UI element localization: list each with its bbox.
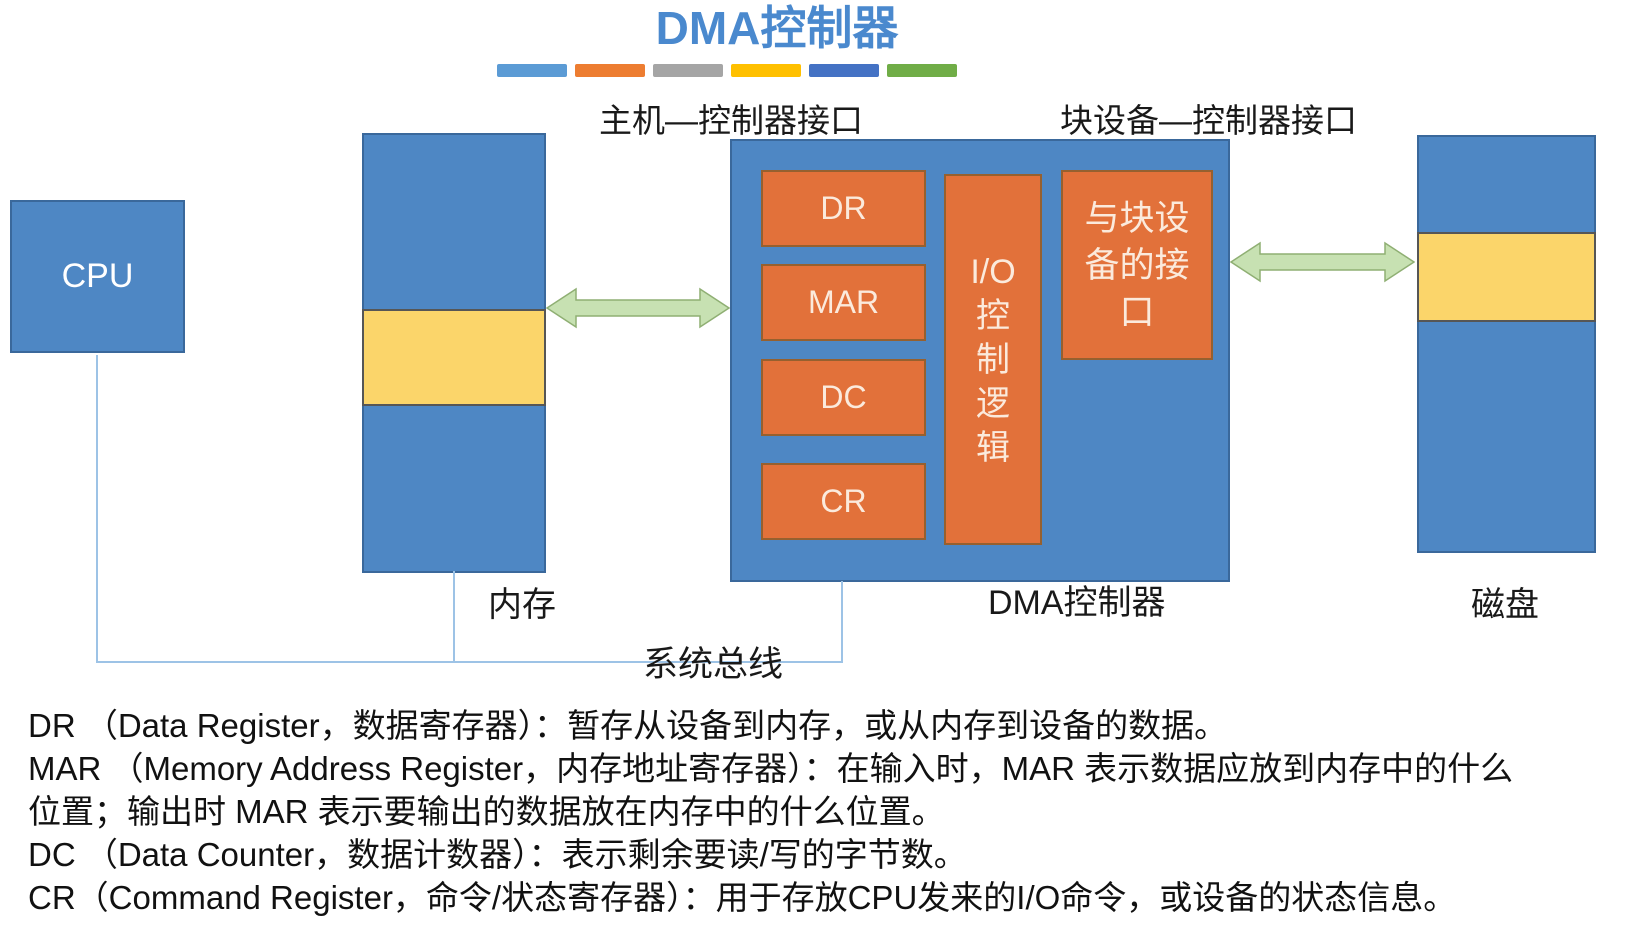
legend-line: CR（Command Register，命令/状态寄存器）：用于存放CPU发来的… xyxy=(28,879,1457,916)
register-box: DR xyxy=(761,170,926,247)
page-title: DMA控制器 xyxy=(655,2,899,54)
host-controller-interface-label: 主机—控制器接口 xyxy=(599,102,863,139)
dma-controller-caption: DMA控制器 xyxy=(988,584,1166,622)
memory-box xyxy=(362,133,546,573)
io-control-logic-box: I/O 控制逻辑 xyxy=(944,174,1042,545)
io-logic-text-line: 制 xyxy=(976,340,1010,379)
register-box: MAR xyxy=(761,264,926,341)
memory-dma-arrow-icon xyxy=(546,287,730,329)
bus-line-horizontal xyxy=(96,661,843,663)
register-box: DC xyxy=(761,359,926,436)
cpu-box: CPU xyxy=(10,200,185,353)
device-interface-text-line: 备的接 xyxy=(1084,245,1190,285)
legend: DR （Data Register，数据寄存器）：暂存从设备到内存，或从内存到设… xyxy=(28,704,1513,919)
bus-line-dma xyxy=(841,581,843,663)
disk-box xyxy=(1417,135,1596,553)
memory-caption: 内存 xyxy=(488,586,556,624)
dma-disk-arrow-icon xyxy=(1230,241,1415,283)
system-bus-label: 系统总线 xyxy=(643,645,784,684)
register-column: DR MAR DC CR xyxy=(761,141,926,580)
register-box: CR xyxy=(761,463,926,540)
decor-bars xyxy=(497,64,957,77)
block-device-interface-box: 与块设备的接口 xyxy=(1061,170,1213,360)
decor-bar xyxy=(809,64,879,77)
io-logic-text-line: I/O xyxy=(970,252,1016,291)
decor-bar xyxy=(731,64,801,77)
legend-line: DC （Data Counter，数据计数器）：表示剩余要读/写的字节数。 xyxy=(28,836,967,873)
io-logic-text-line: 逻 xyxy=(976,384,1010,423)
dma-controller-box: DR MAR DC CR I/O 控制逻辑 与块设备的接口 xyxy=(730,139,1230,582)
cpu-label: CPU xyxy=(61,257,134,295)
decor-bar xyxy=(575,64,645,77)
bus-line-memory xyxy=(453,571,455,663)
memory-buffer-band xyxy=(362,309,546,406)
disk-block-band xyxy=(1417,232,1596,322)
io-logic-text-line: 控 xyxy=(976,296,1010,335)
legend-line: 位置；输出时 MAR 表示要输出的数据放在内存中的什么位置。 xyxy=(28,793,945,830)
legend-line: DR （Data Register，数据寄存器）：暂存从设备到内存，或从内存到设… xyxy=(28,707,1228,744)
disk-caption: 磁盘 xyxy=(1471,586,1539,624)
block-device-controller-interface-label: 块设备—控制器接口 xyxy=(1060,102,1357,139)
decor-bar xyxy=(497,64,567,77)
legend-line: MAR （Memory Address Register，内存地址寄存器）：在输… xyxy=(28,750,1514,787)
bus-line-cpu xyxy=(96,355,98,663)
decor-bar xyxy=(653,64,723,77)
decor-bar xyxy=(887,64,957,77)
device-interface-text-line: 口 xyxy=(1119,292,1155,332)
device-interface-text-line: 与块设 xyxy=(1084,198,1190,238)
io-logic-text-line: 辑 xyxy=(976,428,1010,467)
